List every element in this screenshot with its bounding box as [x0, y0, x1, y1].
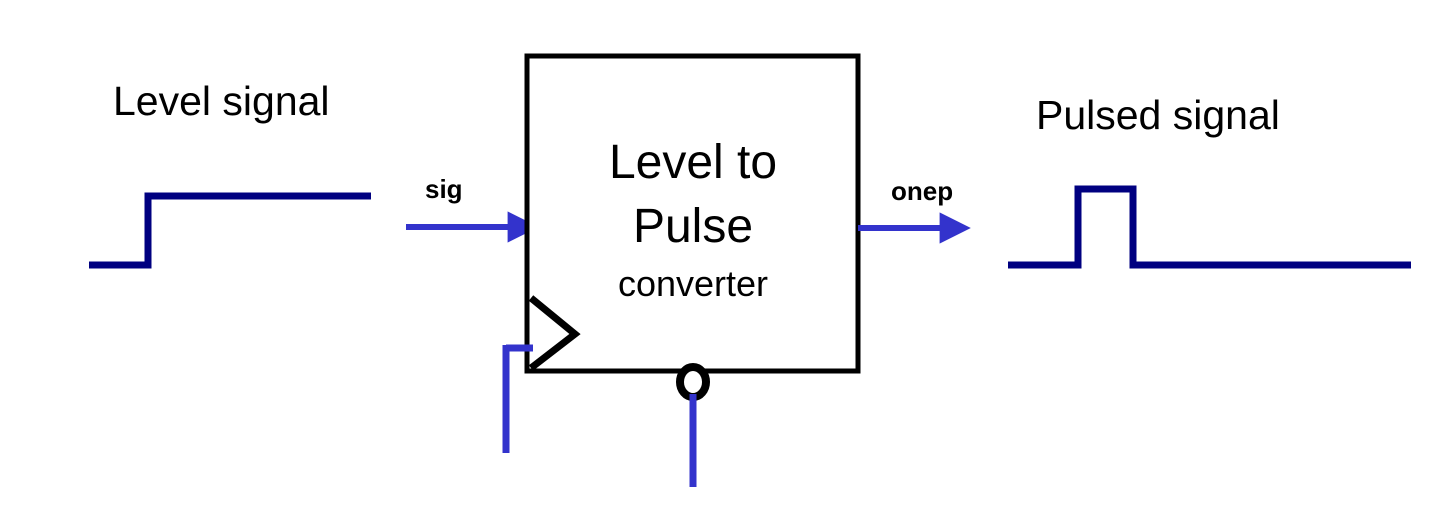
pulsed-signal-waveform	[1008, 185, 1411, 269]
sig-port-label: sig	[425, 174, 463, 204]
onep-port-label: onep	[891, 176, 953, 206]
block-subtitle-converter: converter	[618, 263, 768, 304]
clock-edge-triangle-icon	[528, 295, 581, 371]
block-title-line1: Level to	[609, 136, 777, 189]
pulsed-signal-caption: Pulsed signal	[1036, 92, 1280, 138]
level-signal-step-path	[89, 192, 371, 269]
pulsed-signal-pulse-path	[1008, 185, 1411, 269]
level-signal-caption: Level signal	[113, 78, 330, 124]
level-signal-waveform	[89, 192, 371, 269]
block-title-line2: Pulse	[633, 200, 753, 253]
inversion-bubble-icon	[676, 363, 710, 401]
